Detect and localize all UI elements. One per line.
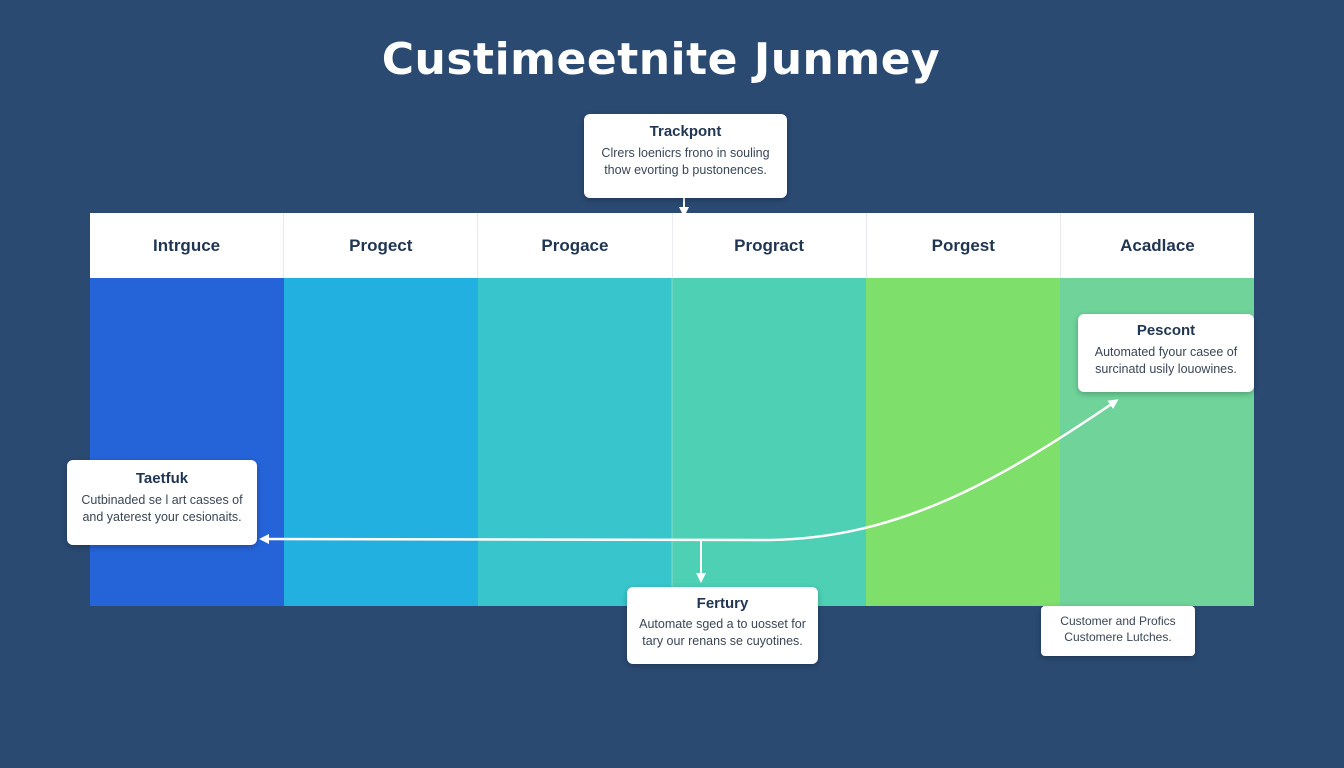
card-fertury-title: Fertury [696, 595, 749, 612]
stage-header-4: Progract [673, 213, 867, 278]
card-taetfuk-line-2: and yaterest your cesionaits. [82, 510, 242, 524]
card-trackpont-title: Trackpont [649, 123, 722, 140]
journey-map: Intrguce Progect Progace Progract Porges… [90, 213, 1254, 606]
card-pescont-body: Automated fyour casee of surcinatd usily… [1078, 344, 1254, 378]
stage-band-5 [866, 278, 1060, 606]
card-trackpont-body: Clrers loenicrs frono in souling thow ev… [584, 145, 787, 179]
card-pescont-line-2: surcinatd usily louowines. [1095, 362, 1237, 376]
stage-band-3 [478, 278, 672, 606]
card-customer-line-2: Customere Lutches. [1064, 630, 1172, 644]
card-trackpont: Trackpont Clrers loenicrs frono in souli… [584, 114, 787, 198]
card-customer-line-1: Customer and Profics [1060, 614, 1176, 628]
card-pescont-title: Pescont [1136, 322, 1196, 339]
card-trackpont-line-2: thow evorting b pustonences. [604, 163, 767, 177]
card-customer-body: Customer and Profics Customere Lutches. [1041, 613, 1195, 645]
card-fertury-line-1: Automate sged a to uosset for [639, 617, 806, 631]
card-fertury-body: Automate sged a to uosset for tary our r… [627, 616, 818, 650]
stage-band-1 [90, 278, 284, 606]
stage-header-5: Porgest [867, 213, 1061, 278]
stage-header-2: Progect [284, 213, 479, 278]
card-pescont-line-1: Automated fyour casee of [1094, 345, 1238, 359]
card-taetfuk-body: Cutbinaded se l art casses of and yatere… [67, 492, 257, 526]
stage-header-6: Acadlace [1120, 235, 1195, 255]
page-title: Custimeetnite Junmey [381, 34, 941, 85]
card-customer: Customer and Profics Customere Lutches. [1041, 606, 1195, 656]
card-fertury-line-2: tary our renans se cuyotines. [642, 634, 803, 648]
card-fertury: Fertury Automate sged a to uosset for ta… [627, 587, 818, 664]
card-taetfuk: Taetfuk Cutbinaded se l art casses of an… [67, 460, 257, 545]
card-taetfuk-title: Taetfuk [135, 470, 189, 487]
card-taetfuk-line-1: Cutbinaded se l art casses of [81, 493, 243, 507]
stage-band-2 [284, 278, 478, 606]
stage-header-3: Progace [478, 213, 673, 278]
card-pescont: Pescont Automated fyour casee of surcina… [1078, 314, 1254, 392]
stage-header-1: Intrguce [90, 213, 285, 278]
stage-band-4 [672, 278, 866, 606]
stage-header-row: Intrguce Progect Progace Progract Porges… [90, 213, 1254, 278]
card-trackpont-line-1: Clrers loenicrs frono in souling [601, 146, 770, 160]
